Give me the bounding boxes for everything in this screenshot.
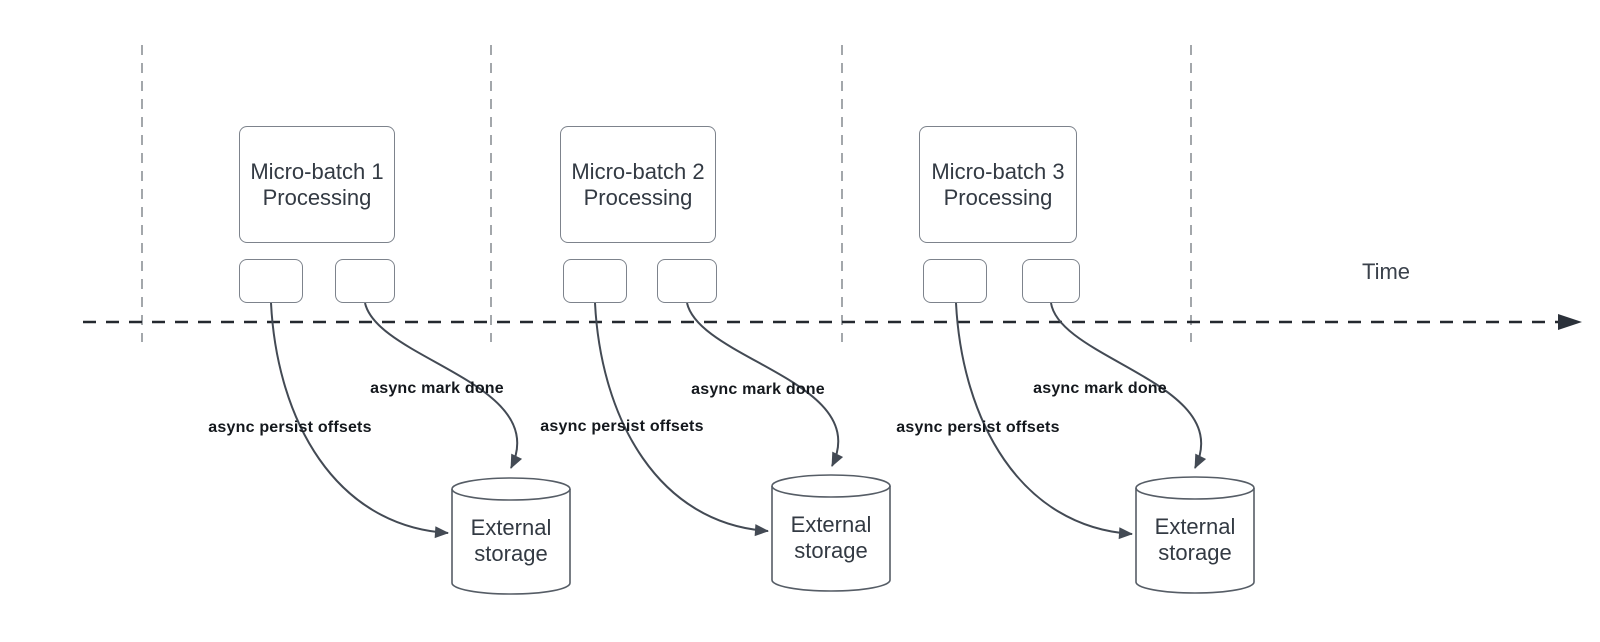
batch-2-persist-offsets-label: async persist offsets bbox=[540, 418, 704, 435]
batch-2-storage-line1: External bbox=[790, 512, 872, 537]
mark-done-arrow-1 bbox=[364, 302, 523, 469]
micro-batch-1-title-line2: Processing bbox=[262, 184, 372, 210]
mark-done-arrow-3 bbox=[1050, 302, 1207, 469]
persist-offsets-arrow-1 bbox=[270, 302, 449, 539]
storage-cylinder-3 bbox=[1135, 476, 1255, 594]
micro-batch-1-title-line1: Micro-batch 1 bbox=[250, 158, 384, 184]
mark-done-arrow-2 bbox=[686, 302, 844, 467]
persist-offsets-arrow-2 bbox=[594, 302, 769, 537]
batch-3-mark-done-label: async mark done bbox=[1033, 380, 1167, 397]
micro-batch-2-title-line2: Processing bbox=[583, 184, 693, 210]
time-axis-arrowhead-icon bbox=[1558, 314, 1582, 330]
batch-2-persist-task-box bbox=[563, 259, 627, 303]
batch-3-persist-offsets-label: async persist offsets bbox=[896, 419, 1060, 436]
batch-1-persist-offsets-label: async persist offsets bbox=[208, 419, 372, 436]
batch-3-storage-label: External storage bbox=[1136, 514, 1254, 566]
batch-1-storage-line1: External bbox=[470, 515, 552, 540]
batch-1-done-task-box bbox=[335, 259, 395, 303]
micro-batch-3-box: Micro-batch 3 Processing bbox=[919, 126, 1077, 243]
batch-3-persist-task-box bbox=[923, 259, 987, 303]
micro-batch-3-title-line2: Processing bbox=[943, 184, 1053, 210]
batch-1-storage-label: External storage bbox=[452, 515, 570, 567]
micro-batch-1-box: Micro-batch 1 Processing bbox=[239, 126, 395, 243]
batch-1-mark-done-label: async mark done bbox=[370, 380, 504, 397]
batch-2-mark-done-label: async mark done bbox=[691, 381, 825, 398]
persist-offsets-arrow-3 bbox=[955, 302, 1133, 540]
batch-1-persist-task-box bbox=[239, 259, 303, 303]
batch-2-storage-label: External storage bbox=[772, 512, 890, 564]
time-axis-label: Time bbox=[1361, 259, 1411, 284]
micro-batch-3-title-line1: Micro-batch 3 bbox=[931, 158, 1065, 184]
batch-2-storage-line2: storage bbox=[794, 538, 868, 563]
batch-1-storage-line2: storage bbox=[474, 541, 548, 566]
storage-cylinder-2 bbox=[771, 474, 891, 592]
batch-3-storage-line2: storage bbox=[1158, 540, 1232, 565]
micro-batch-2-box: Micro-batch 2 Processing bbox=[560, 126, 716, 243]
batch-3-done-task-box bbox=[1022, 259, 1080, 303]
batch-2-done-task-box bbox=[657, 259, 717, 303]
batch-3-storage-line1: External bbox=[1154, 514, 1236, 539]
micro-batch-2-title-line1: Micro-batch 2 bbox=[571, 158, 705, 184]
storage-cylinder-1 bbox=[451, 477, 571, 595]
